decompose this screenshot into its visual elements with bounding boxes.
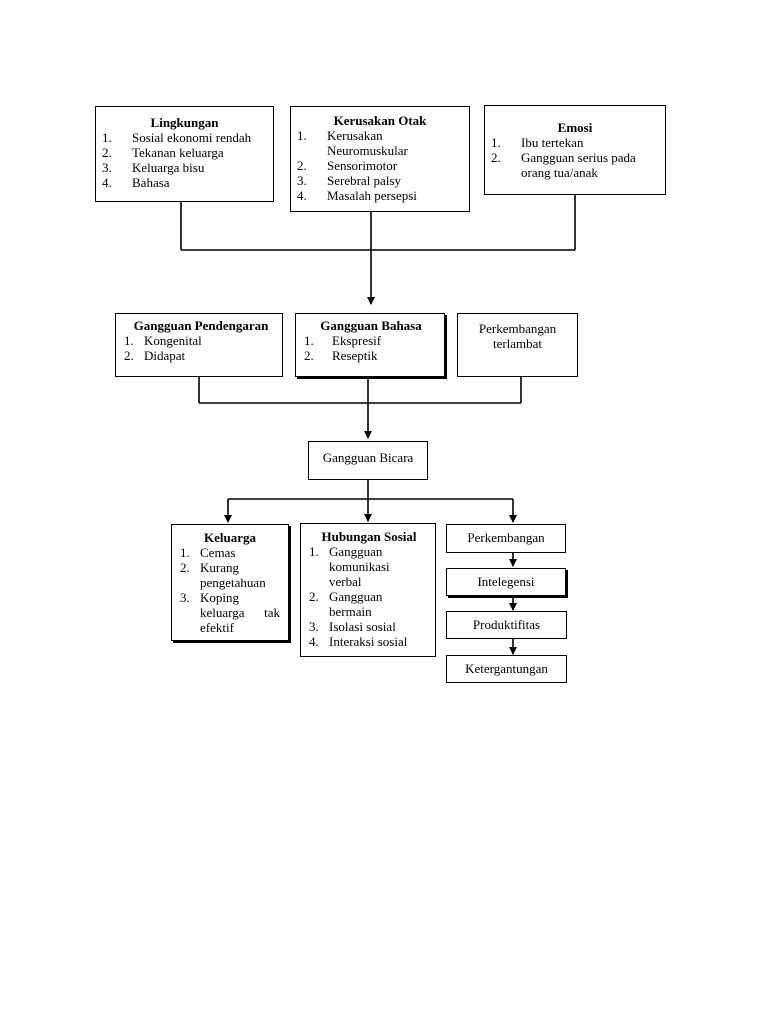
box-title: Hubungan Sosial <box>321 529 417 544</box>
list-item: 2.Didapat <box>124 348 186 363</box>
list-item: 1.Kerusakan Neuromuskular <box>297 128 408 158</box>
list-item: 3.Serebral palsy <box>297 173 402 188</box>
factor-list: 1.Ibu tertekan 2.Gangguan serius pada or… <box>491 135 659 180</box>
box-lingkungan: Lingkungan 1.Sosial ekonomi rendah 2.Tek… <box>95 106 274 202</box>
box-title: Emosi <box>557 120 593 135</box>
list-item: 2.Gangguan bermain <box>309 589 383 619</box>
box-ketergantungan: Ketergantungan <box>446 655 567 683</box>
box-emosi: Emosi 1.Ibu tertekan 2.Gangguan serius p… <box>484 105 666 195</box>
list-item: 2.Kurang pengetahuan <box>180 560 266 590</box>
box-label: Perkembangan terlambat <box>478 321 557 351</box>
box-label: Perkembangan <box>467 530 545 545</box>
list-item: 3.Koping keluarga tak efektif <box>180 590 280 635</box>
factor-list: 1.Ekspresif 2.Reseptik <box>304 333 438 363</box>
list-item: 2.Gangguan serius pada orang tua/anak <box>491 150 636 180</box>
factor-list: 1.Kerusakan Neuromuskular 2.Sensorimotor… <box>297 128 463 203</box>
box-gangguan-bahasa: Gangguan Bahasa 1.Ekspresif 2.Reseptik <box>295 313 445 377</box>
list-item: 1.Sosial ekonomi rendah <box>102 130 252 145</box>
factor-list: 1.Gangguan komunikasi verbal 2.Gangguan … <box>309 544 429 649</box>
list-item: 2.Reseptik <box>304 348 378 363</box>
box-produktifitas: Produktifitas <box>446 611 567 639</box>
box-hubungan-sosial: Hubungan Sosial 1.Gangguan komunikasi ve… <box>300 523 436 657</box>
list-item: 2.Tekanan keluarga <box>102 145 224 160</box>
factor-list: 1.Cemas 2.Kurang pengetahuan 3.Koping ke… <box>180 545 280 635</box>
factor-list: 1.Sosial ekonomi rendah 2.Tekanan keluar… <box>102 130 267 190</box>
box-gangguan-pendengaran: Gangguan Pendengaran 1.Kongenital 2.Dida… <box>115 313 283 377</box>
box-label: Intelegensi <box>477 574 535 589</box>
box-label: Produktifitas <box>472 617 541 632</box>
box-label: Gangguan Bicara <box>322 450 414 465</box>
box-keluarga: Keluarga 1.Cemas 2.Kurang pengetahuan 3.… <box>171 524 289 641</box>
box-intelegensi: Intelegensi <box>446 568 566 596</box>
list-item: 4.Interaksi sosial <box>309 634 408 649</box>
box-title: Gangguan Bahasa <box>320 318 422 333</box>
box-title: Gangguan Pendengaran <box>133 318 269 333</box>
box-title: Keluarga <box>204 530 256 545</box>
list-item: 1.Kongenital <box>124 333 202 348</box>
list-item: 3.Isolasi sosial <box>309 619 396 634</box>
box-title: Kerusakan Otak <box>333 113 427 128</box>
box-perkembangan: Perkembangan <box>446 524 566 553</box>
list-item: 1.Gangguan komunikasi verbal <box>309 544 390 589</box>
list-item: 2.Sensorimotor <box>297 158 398 173</box>
box-perkembangan-terlambat: Perkembangan terlambat <box>457 313 578 377</box>
box-title: Lingkungan <box>150 115 219 130</box>
list-item: 4.Masalah persepsi <box>297 188 417 203</box>
list-item: 3.Keluarga bisu <box>102 160 205 175</box>
list-item: 1.Ekspresif <box>304 333 382 348</box>
box-kerusakan-otak: Kerusakan Otak 1.Kerusakan Neuromuskular… <box>290 106 470 212</box>
list-item: 1.Ibu tertekan <box>491 135 584 150</box>
list-item: 4.Bahasa <box>102 175 170 190</box>
factor-list: 1.Kongenital 2.Didapat <box>124 333 278 363</box>
list-item: 1.Cemas <box>180 545 236 560</box>
box-label: Ketergantungan <box>465 661 548 676</box>
box-gangguan-bicara: Gangguan Bicara <box>308 441 428 480</box>
